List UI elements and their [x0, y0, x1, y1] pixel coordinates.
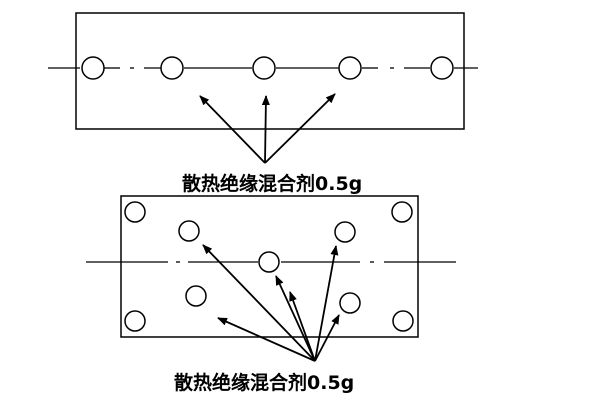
bottom-hole-upper-right [334, 221, 356, 243]
bottom-arrow-4 [289, 291, 316, 362]
top-component: 散热绝缘混合剂0.5g [48, 12, 478, 195]
top-arrow-center [261, 95, 270, 164]
bottom-component: 散热绝缘混合剂0.5g [86, 195, 456, 394]
bottom-arrow-5 [314, 245, 339, 362]
bottom-hole-lower-left [185, 285, 207, 307]
bottom-arrow-6 [314, 314, 340, 362]
top-hole-4 [338, 56, 362, 80]
bottom-hole-center [258, 251, 280, 273]
bottom-arrow-1 [202, 244, 316, 362]
top-hole-3 [252, 56, 276, 80]
bottom-corner-hole-bottom-left [124, 310, 146, 332]
bottom-corner-hole-bottom-right [392, 310, 414, 332]
bottom-corner-hole-top-right [391, 201, 413, 223]
top-arrow-right [264, 93, 336, 164]
bottom-hole-upper-left [178, 220, 200, 242]
top-hole-2 [160, 56, 184, 80]
top-hole-5 [430, 56, 454, 80]
bottom-arrow-2 [217, 317, 316, 362]
top-arrow-left [199, 95, 266, 164]
top-hole-1 [81, 56, 105, 80]
bottom-plate [120, 195, 419, 338]
bottom-label: 散热绝缘混合剂0.5g [174, 371, 354, 394]
top-arrows [199, 93, 336, 164]
bottom-corner-hole-top-left [124, 201, 146, 223]
bottom-hole-lower-right [339, 292, 361, 314]
top-plate [75, 12, 465, 130]
top-label: 散热绝缘混合剂0.5g [182, 172, 362, 195]
bottom-arrows [202, 244, 340, 362]
bottom-arrow-3 [275, 275, 316, 362]
